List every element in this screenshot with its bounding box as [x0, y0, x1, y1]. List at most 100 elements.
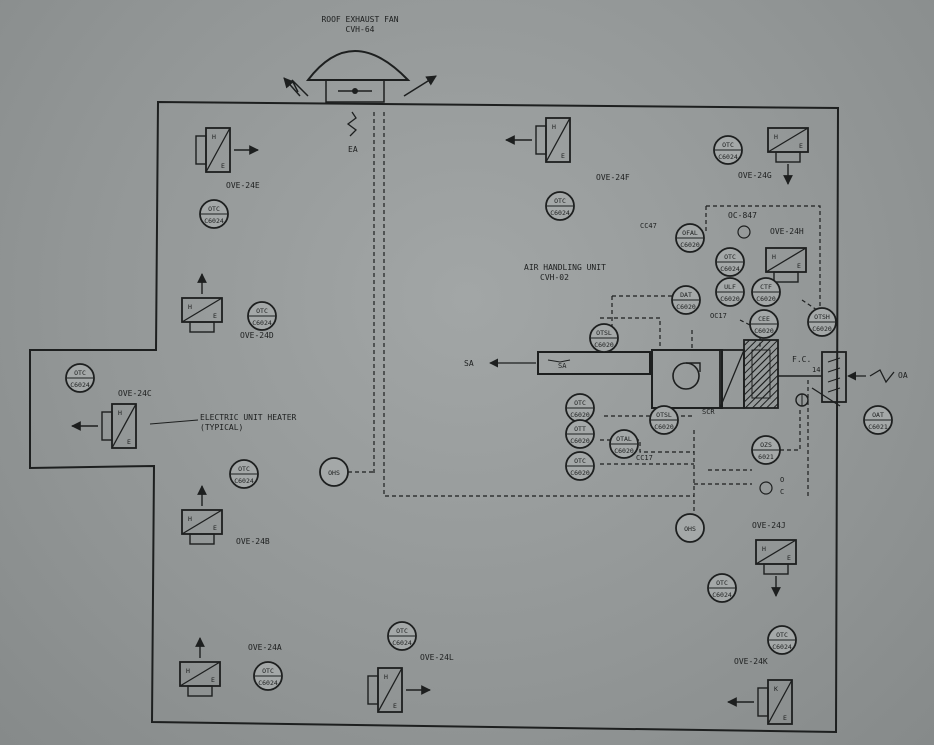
heater-callout-leader — [149, 419, 199, 425]
instrument-function: OTC — [724, 253, 736, 261]
heater-h-label: K — [774, 685, 778, 693]
instrument-ulf: ULF C6020 — [715, 277, 745, 307]
heater-fan-housing — [195, 135, 207, 165]
instrument-number: C6024 — [392, 639, 412, 647]
heater-diagonal — [181, 297, 223, 323]
heater-e-label: E — [799, 142, 803, 150]
heater-diagonal — [377, 667, 403, 713]
heater-diagonal — [765, 247, 807, 273]
heater-h-label: H — [384, 673, 388, 681]
heater-e-label: E — [787, 554, 791, 562]
heater-e-label: E — [211, 676, 215, 684]
unit-heater-g: H E OVE-24G — [738, 127, 809, 185]
instrument-number: C6020 — [614, 447, 634, 455]
heater-diagonal — [205, 127, 231, 173]
instrument-bubble — [319, 457, 349, 487]
instrument-cee: CEE C6020 — [749, 309, 779, 339]
heater-callout-line2: (TYPICAL) — [200, 423, 243, 432]
instrument-number: C6020 — [754, 327, 774, 335]
instrument-number: C6021 — [868, 423, 888, 431]
heater-h-label: H — [552, 123, 556, 131]
instrument-function: OTSL — [656, 411, 672, 419]
instrument-function: ULF — [724, 283, 736, 291]
building-outline — [29, 100, 840, 734]
exhaust-air-arrow — [346, 111, 357, 137]
instrument-number: C6020 — [594, 341, 614, 349]
heater-h-label: H — [762, 545, 766, 553]
instrument-number: C6020 — [570, 411, 590, 419]
instrument-ohs1: OHS — [319, 457, 349, 487]
heater-tag-g: OVE-24G — [738, 171, 772, 180]
heater-e-label: E — [783, 714, 787, 722]
instrument-ohs2: OHS — [675, 513, 705, 543]
heater-e-label: E — [213, 312, 217, 320]
heater-diagonal — [181, 509, 223, 535]
instrument-function: OTC — [238, 465, 250, 473]
instrument-number: C6024 — [252, 319, 272, 327]
instrument-function: CTF — [760, 283, 772, 291]
label-cc17: CC17 — [636, 454, 653, 462]
unit-heater-k: K E OVE-24K — [727, 657, 793, 725]
instrument-number: C6020 — [570, 437, 590, 445]
heater-tag-k: OVE-24K — [734, 657, 768, 666]
instrument-number: C6024 — [712, 591, 732, 599]
heater-diagonal — [111, 403, 137, 449]
heater-fan-housing — [367, 675, 379, 705]
instrument-function: OTSH — [814, 313, 830, 321]
instrument-number: C6024 — [204, 217, 224, 225]
instrument-function: OTC — [776, 631, 788, 639]
label-oc-o: O — [780, 476, 784, 484]
instrument-function: OTC — [722, 141, 734, 149]
label-oc-c: C — [780, 488, 784, 496]
instrument-number: C6020 — [676, 303, 696, 311]
instrument-function: OTC — [574, 399, 586, 407]
heater-fan-housing — [189, 321, 215, 333]
heater-e-label: E — [127, 438, 131, 446]
instrument-number: C6024 — [258, 679, 278, 687]
instrument-function: OTC — [574, 457, 586, 465]
instrument-function: CEE — [758, 315, 770, 323]
unit-heater-f: H E OVE-24F — [505, 117, 630, 182]
heater-fan-housing — [775, 151, 801, 163]
instrument-bubble — [675, 513, 705, 543]
heater-e-label: E — [221, 162, 225, 170]
heater-callout-line1: ELECTRIC UNIT HEATER — [200, 413, 297, 422]
instrument-number: C6020 — [720, 295, 740, 303]
heater-h-label: H — [772, 253, 776, 261]
heater-fan-housing — [773, 271, 799, 283]
instrument-function: OTC — [554, 197, 566, 205]
air-handling-unit — [651, 339, 895, 409]
instrument-tc1: OTC C6020 — [565, 393, 595, 423]
label-oa: OA — [898, 371, 908, 380]
instrument-function: OFAL — [682, 229, 698, 237]
label-oc847: OC-847 — [728, 211, 757, 220]
instrument-number: C6024 — [718, 153, 738, 161]
instrument-function: OAT — [872, 411, 884, 419]
heater-tag-e: OVE-24E — [226, 181, 260, 190]
label-fc: F.C. — [792, 355, 811, 364]
label-ea: EA — [348, 145, 358, 154]
heater-h-label: H — [212, 133, 216, 141]
heater-e-label: E — [561, 152, 565, 160]
heater-tag-f: OVE-24F — [596, 173, 630, 182]
roof-exhaust-fan — [283, 50, 437, 103]
instrument-number: C6024 — [70, 381, 90, 389]
heater-e-label: E — [393, 702, 397, 710]
instrument-tt: OTT C6020 — [565, 419, 595, 449]
heater-h-label: H — [774, 133, 778, 141]
heater-diagonal — [545, 117, 571, 163]
heater-diagonal — [767, 679, 793, 725]
heater-tag-b: OVE-24B — [236, 537, 270, 546]
heater-fan-housing — [757, 687, 769, 717]
instrument-function: OTT — [574, 425, 586, 433]
